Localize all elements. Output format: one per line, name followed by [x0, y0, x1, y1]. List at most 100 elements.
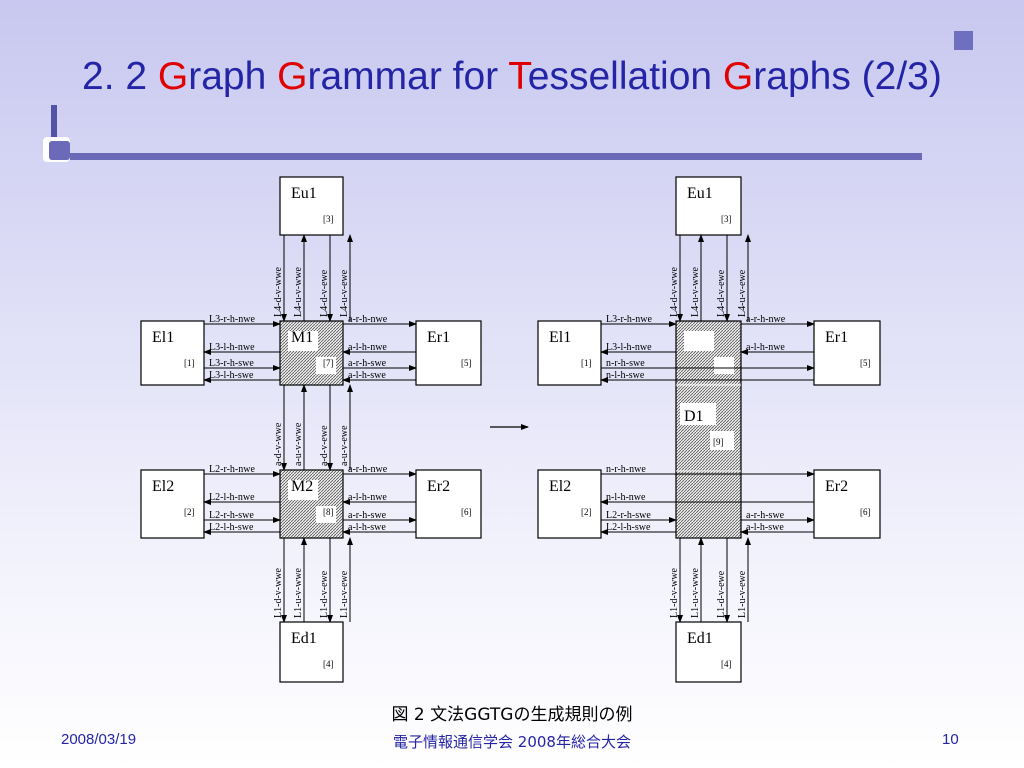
edge-arrow: L4-u-v-ewe — [339, 234, 353, 321]
edge-arrow: L2-l-h-swe — [203, 522, 280, 535]
edge-label: a-d-v-wwe — [273, 422, 284, 466]
edge-label: L3-r-h-swe — [209, 358, 254, 369]
block-name: Er1 — [825, 329, 848, 346]
edge-arrow: L1-d-v-wwe — [669, 538, 683, 623]
block-name: El1 — [152, 329, 174, 346]
edge-arrow: a-u-v-ewe — [339, 384, 353, 470]
edge-arrow: L4-d-v-ewe — [319, 235, 333, 322]
edge-arrow: L3-l-h-swe — [203, 370, 280, 383]
block-eu1: Eu1 [3] — [279, 176, 344, 236]
block-er2: Er2[6] — [813, 469, 881, 539]
title-part: T — [508, 55, 528, 98]
block-el1: El1[1] — [537, 320, 602, 386]
title-underline-bar — [70, 153, 922, 160]
footer-date: 2008/03/19 — [61, 731, 137, 748]
edge-label: L4-d-v-wwe — [669, 266, 680, 317]
edge-arrow: L2-r-h-swe — [204, 510, 281, 523]
edge-arrow: L2-l-h-nwe — [203, 492, 280, 505]
edge-arrow: L3-l-h-nwe — [600, 342, 676, 355]
edge-label: a-u-v-wwe — [293, 422, 304, 466]
edge-label: a-r-h-swe — [348, 510, 387, 521]
edge-arrow: a-l-h-nwe — [740, 342, 814, 355]
title-part: 2. 2 — [82, 55, 158, 98]
figure-caption: 図 2 文法GGTGの生成規則の例 — [391, 705, 633, 725]
block-name: Eu1 — [291, 185, 317, 202]
edge-label: L1-d-v-ewe — [716, 570, 727, 618]
edge-label: L2-l-h-swe — [606, 522, 651, 533]
edge-arrow: a-d-v-ewe — [319, 385, 333, 471]
edge-arrow: L1-u-v-ewe — [737, 537, 751, 622]
edge-label: L4-u-v-ewe — [339, 269, 350, 317]
edge-label: L1-u-v-wwe — [690, 567, 701, 618]
block-el2: El2[2] — [537, 469, 602, 539]
block-m1: M1 [7] — [279, 320, 344, 386]
edge-label: L4-u-v-wwe — [690, 266, 701, 317]
edge-label: L1-d-v-ewe — [319, 570, 330, 618]
block-name: Ed1 — [291, 630, 317, 647]
edge-label: L4-d-v-ewe — [319, 269, 330, 317]
block-name: El1 — [549, 329, 571, 346]
block-number: [1] — [184, 358, 195, 368]
edge-arrow: L1-u-v-wwe — [690, 537, 704, 622]
edge-label: L3-l-h-swe — [209, 370, 254, 381]
title-part: G — [277, 55, 308, 98]
edge-arrow: a-r-h-swe — [741, 510, 815, 523]
edge-arrow: L4-u-v-ewe — [737, 234, 751, 321]
edge-label: L2-r-h-swe — [209, 510, 254, 521]
block-number: [7] — [323, 358, 334, 368]
edge-arrow: a-l-h-swe — [342, 370, 416, 383]
block-name: Eu1 — [687, 185, 713, 202]
edge-label: L1-u-v-ewe — [339, 570, 350, 618]
edge-label: n-r-h-swe — [606, 358, 645, 369]
edge-label: L3-r-h-nwe — [606, 314, 652, 325]
edge-label: a-r-h-nwe — [348, 314, 388, 325]
block-number: [9] — [713, 437, 724, 447]
title-decoration-square-inner — [49, 141, 70, 160]
edge-arrow: L3-r-h-swe — [204, 358, 281, 371]
edge-label: a-l-h-nwe — [348, 492, 387, 503]
edge-arrow: L1-u-v-ewe — [339, 537, 353, 622]
edge-label: L1-d-v-wwe — [273, 567, 284, 618]
edge-label: n-l-h-swe — [606, 370, 645, 381]
edge-arrow: a-l-h-swe — [740, 522, 814, 535]
title-part: essellation — [527, 55, 723, 98]
title-decoration-bar — [51, 105, 57, 145]
edge-arrow: a-l-h-nwe — [342, 342, 416, 355]
block-name: Er1 — [427, 329, 450, 346]
block-number: [3] — [323, 214, 334, 224]
block-number: [6] — [860, 507, 871, 517]
edge-arrow: L3-l-h-nwe — [203, 342, 280, 355]
edge-label: L1-d-v-wwe — [669, 567, 680, 618]
block-ed1: Ed1[4] — [279, 621, 344, 683]
edge-arrow: L3-r-h-nwe — [601, 314, 677, 327]
edge-label: a-l-h-swe — [348, 370, 386, 381]
edge-label: L3-l-h-nwe — [209, 342, 255, 353]
edge-arrow: a-u-v-wwe — [293, 384, 307, 470]
edge-label: L2-l-h-nwe — [209, 492, 255, 503]
title-part: G — [157, 55, 189, 98]
edge-arrow: L2-l-h-swe — [600, 522, 676, 535]
edge-label: n-r-h-nwe — [606, 464, 646, 475]
edge-label: a-r-h-swe — [348, 358, 387, 369]
edge-arrow: L1-u-v-wwe — [293, 537, 307, 622]
edge-arrow: a-r-h-swe — [343, 358, 417, 371]
block-name: Ed1 — [687, 630, 713, 647]
block-name: M1 — [291, 329, 313, 346]
edge-label: L1-u-v-ewe — [737, 570, 748, 618]
edge-label: a-l-h-nwe — [746, 342, 785, 353]
block-name: El2 — [152, 478, 174, 495]
right-graph: Eu1[3]El1[1]D1[9]Er1[5]El2[2]Er2[6]Ed1[4… — [537, 176, 881, 683]
edge-arrow: L4-u-v-wwe — [293, 234, 307, 321]
edge-label: L4-u-v-wwe — [293, 266, 304, 317]
block-er1: Er1[5] — [813, 320, 881, 386]
edge-label: a-r-h-nwe — [746, 314, 786, 325]
edge-arrow: L2-r-h-nwe — [204, 464, 281, 477]
block-er2: Er2[6] — [415, 469, 482, 539]
edge-label: n-l-h-nwe — [606, 492, 646, 503]
edge-arrow: L4-u-v-wwe — [690, 234, 704, 321]
edge-arrow: n-l-h-nwe — [600, 492, 814, 505]
block-el1: El1 [1] — [140, 320, 205, 386]
edge-arrow: a-r-h-nwe — [741, 314, 815, 327]
title-part: raph — [188, 55, 278, 98]
block-number: [5] — [461, 358, 472, 368]
